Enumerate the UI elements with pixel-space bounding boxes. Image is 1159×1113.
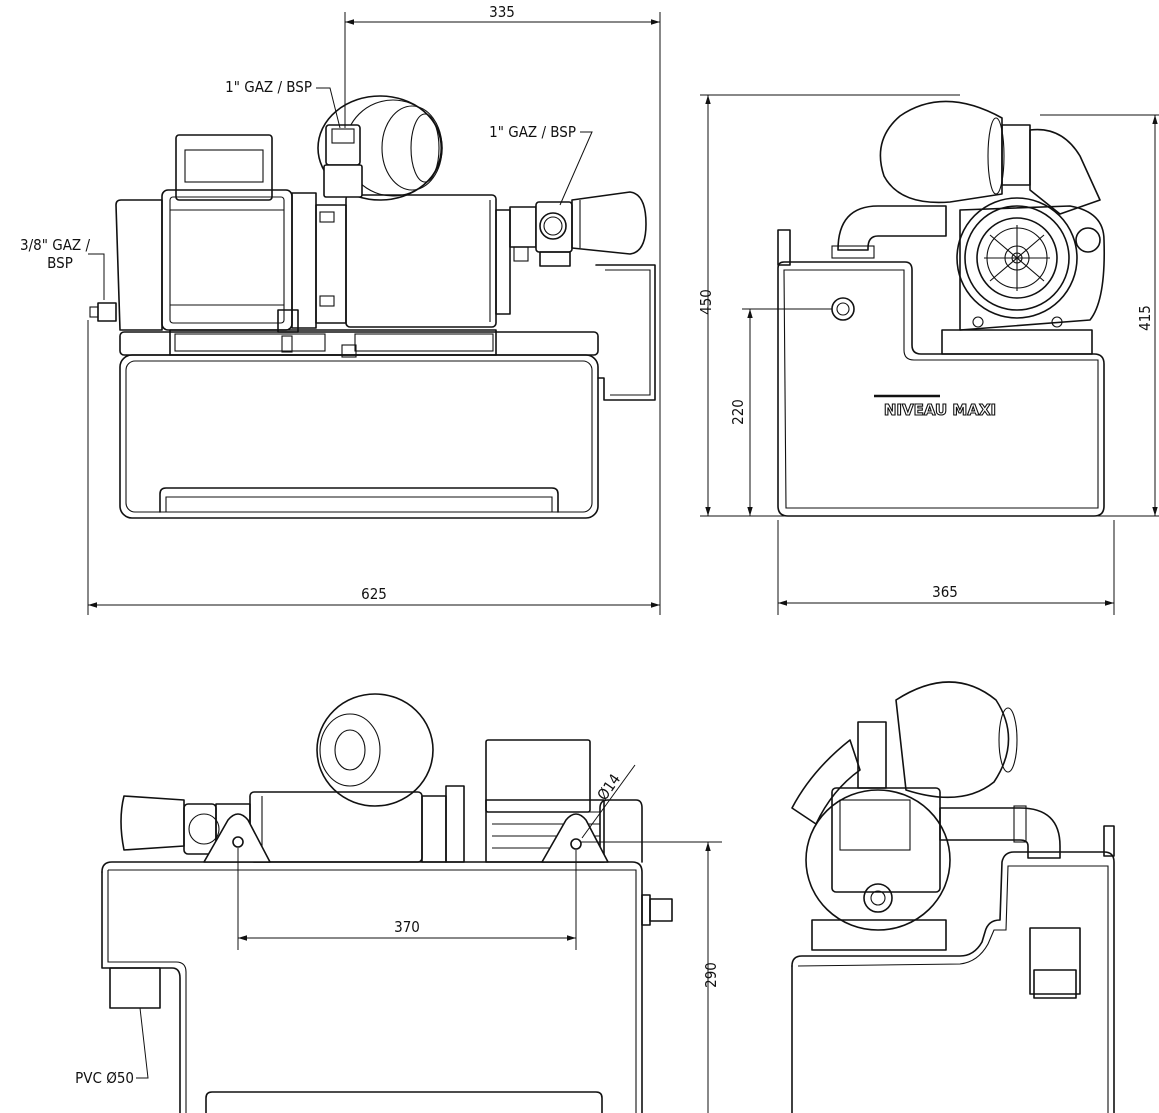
dim-height-right: 415: [1136, 305, 1154, 331]
rear-tank: [101, 799, 673, 1113]
front-dimensions: [87, 12, 661, 615]
callout-inlet-connection: 1" GAZ / BSP: [489, 123, 576, 141]
callout-pvc-pipe: PVC Ø50: [75, 1069, 134, 1087]
side-vessel: [879, 100, 1101, 215]
dim-base-height: 290: [702, 962, 720, 988]
front-inlet-fitting: [509, 191, 647, 267]
dim-depth: 365: [932, 583, 958, 601]
front-base-plate: [169, 309, 497, 358]
side2-tank: [791, 825, 1115, 1113]
dim-hole-diameter: Ø14: [594, 771, 625, 804]
callout-outlet-connection: 1" GAZ / BSP: [225, 78, 312, 96]
side-dimensions: [700, 94, 1159, 615]
dim-inlet-height: 220: [729, 399, 747, 425]
dim-overall-length: 625: [361, 585, 387, 603]
callout-drain-line2: BSP: [47, 254, 73, 272]
rear-view: [101, 693, 722, 1113]
rear-dimensions: [136, 764, 722, 1113]
callout-drain-line1: 3/8" GAZ /: [20, 236, 90, 254]
side-pump: [831, 197, 1106, 355]
front-view: [89, 95, 656, 519]
side-view-2: [791, 681, 1115, 1113]
dim-height-side: 450: [697, 289, 715, 315]
rear-pump: [120, 693, 609, 863]
front-vessel: [317, 95, 443, 201]
side-tank: [777, 229, 1105, 517]
labels: 335 625 450 220 415 365 370 290 Ø14 1" G…: [20, 3, 1154, 1087]
front-drain: [89, 302, 117, 322]
side2-pump: [791, 681, 1061, 931]
dim-mount-spacing: 370: [394, 918, 420, 936]
tank-label-niveau-maxi: NIVEAU MAXI: [884, 401, 996, 419]
dim-top-width: 335: [489, 3, 515, 21]
